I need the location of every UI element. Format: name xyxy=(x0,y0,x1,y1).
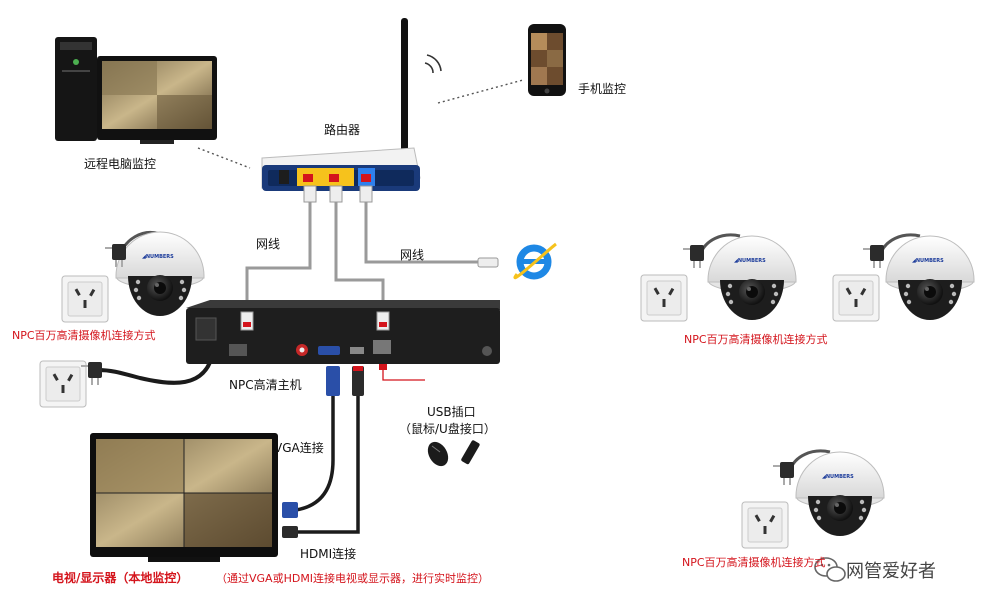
mouse-icon xyxy=(427,441,449,467)
tv-monitor-icon xyxy=(90,433,298,562)
ie-browser-icon xyxy=(477,242,557,280)
tv-note-label: （通过VGA或HDMI连接电视或显示器，进行实时监控） xyxy=(216,572,490,585)
power-plug-icon xyxy=(863,245,884,268)
wall-socket-icon xyxy=(61,275,109,323)
hdmi-label: HDMI连接 xyxy=(300,547,357,561)
dome-camera-icon xyxy=(115,231,205,317)
nvr-box-icon xyxy=(186,300,500,396)
usb-drive-icon xyxy=(461,440,480,465)
router-label: 路由器 xyxy=(324,123,361,137)
usb-title-label: USB插口 xyxy=(427,405,476,419)
smartphone-icon xyxy=(528,24,566,96)
usb-sub-label: （鼠标/U盘接口） xyxy=(399,422,496,436)
dome-camera-icon xyxy=(885,235,975,321)
npc-left-label: NPC百万高清摄像机连接方式 xyxy=(12,329,156,342)
router-icon xyxy=(261,18,421,203)
npc-right-label: NPC百万高清摄像机连接方式 xyxy=(684,333,828,346)
remote-pc-label: 远程电脑监控 xyxy=(84,157,157,171)
wall-socket-icon xyxy=(39,360,87,408)
desktop-pc-icon xyxy=(55,37,217,144)
wechat-icon xyxy=(814,557,846,582)
vga-label: VGA连接 xyxy=(274,441,324,455)
power-plug-icon xyxy=(105,244,126,267)
watermark-label: 网管爱好者 xyxy=(846,561,936,582)
nvr-label: NPC高清主机 xyxy=(229,378,302,392)
tv-title-label: 电视/显示器（本地监控） xyxy=(52,571,189,585)
net-cable-right-label: 网线 xyxy=(400,248,425,262)
wall-socket-icon xyxy=(741,501,789,549)
mobile-label: 手机监控 xyxy=(578,82,627,96)
wall-socket-icon xyxy=(640,274,688,322)
dome-camera-icon xyxy=(707,235,797,321)
wall-socket-icon xyxy=(832,274,880,322)
dome-camera-icon xyxy=(795,451,885,537)
power-plug-icon xyxy=(683,245,704,268)
npc-bottom-label: NPC百万高清摄像机连接方式 xyxy=(682,556,826,569)
power-plug-icon xyxy=(773,462,794,485)
net-cable-left-label: 网线 xyxy=(256,237,281,251)
